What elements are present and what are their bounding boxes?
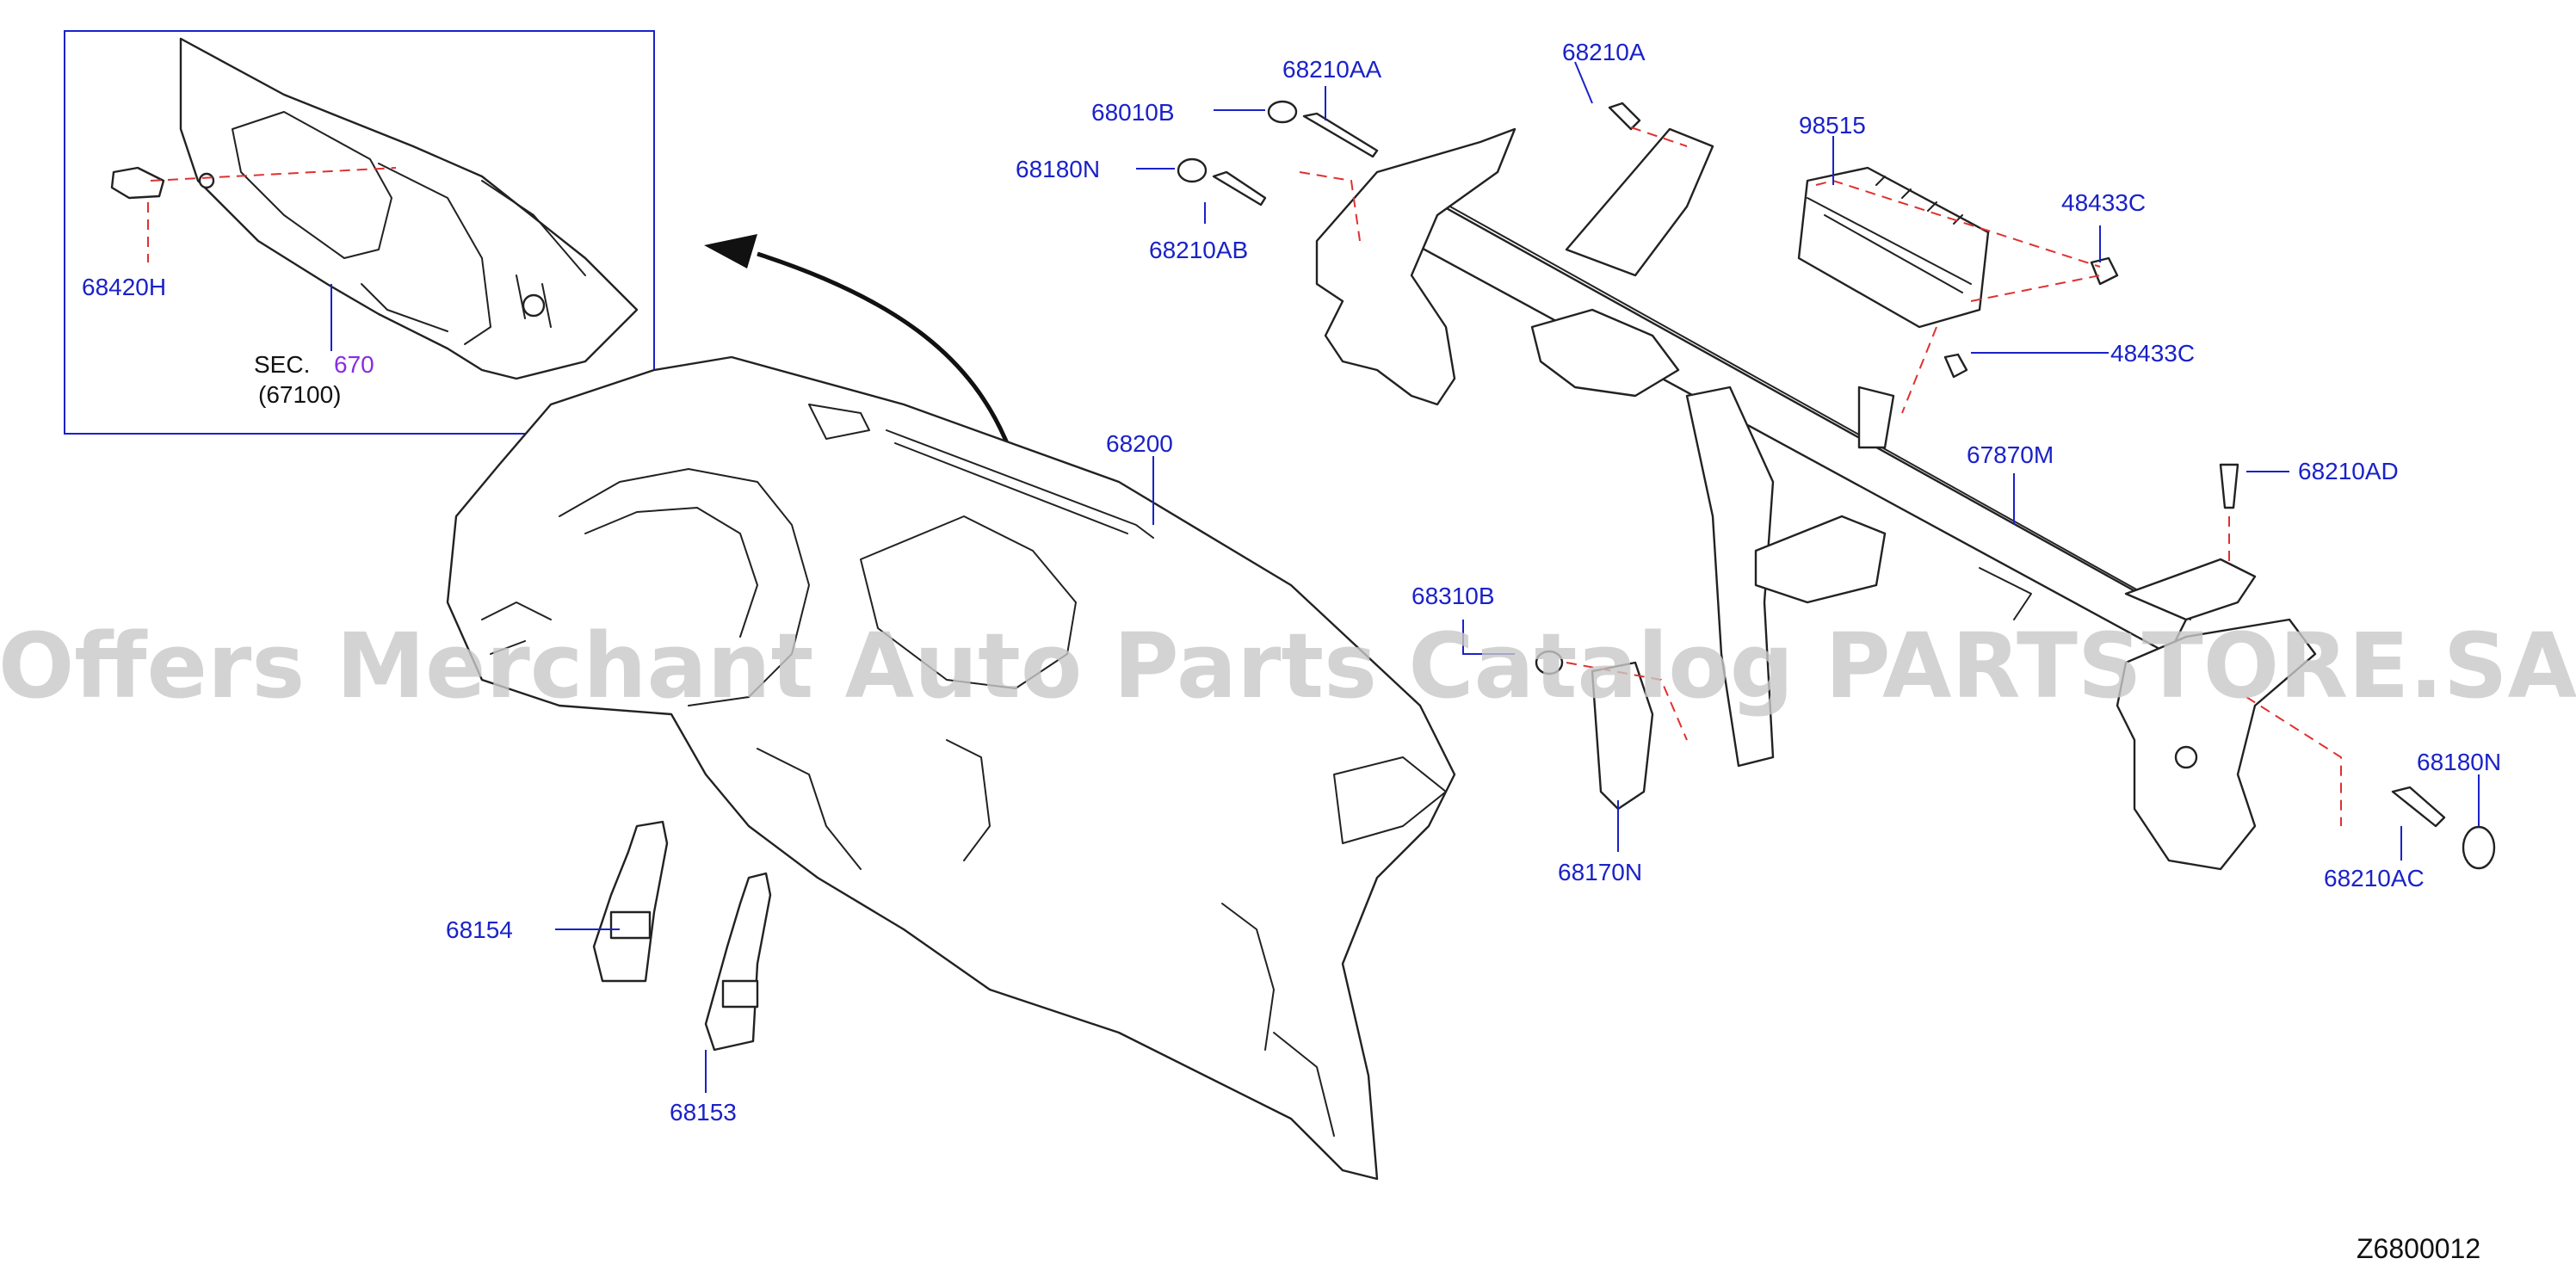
section-reference: SEC. 670 (67100) — [254, 351, 374, 408]
part-labels: 68210AA 68210A 68010B 68180N 68210AB 985… — [82, 39, 2501, 1126]
label-leaders — [555, 61, 2480, 1093]
bracket-68153 — [704, 872, 772, 1052]
label-48433C-b[interactable]: 48433C — [2110, 340, 2195, 367]
label-68154[interactable]: 68154 — [446, 916, 513, 943]
airbag-module-98515 — [1797, 166, 1990, 329]
label-68153[interactable]: 68153 — [670, 1099, 737, 1126]
detail-arrow — [704, 234, 1010, 444]
diagram-code: Z6800012 — [2357, 1233, 2480, 1264]
label-68210AB[interactable]: 68210AB — [1149, 237, 1248, 263]
label-68180N-right[interactable]: 68180N — [2417, 749, 2501, 775]
label-68010B[interactable]: 68010B — [1091, 99, 1175, 126]
label-98515[interactable]: 98515 — [1799, 112, 1866, 139]
label-68210A[interactable]: 68210A — [1562, 39, 1646, 65]
label-68170N[interactable]: 68170N — [1558, 859, 1642, 885]
instrument-panel-68200 — [446, 355, 1456, 1181]
label-68180N-top[interactable]: 68180N — [1016, 156, 1100, 182]
label-68310B[interactable]: 68310B — [1412, 583, 1495, 609]
fasteners — [1177, 100, 2496, 870]
inset-detail — [64, 30, 655, 435]
label-67870M[interactable]: 67870M — [1967, 441, 2054, 468]
label-68420H[interactable]: 68420H — [82, 274, 166, 300]
label-68210AA[interactable]: 68210AA — [1282, 56, 1382, 83]
steering-member-67870M — [1315, 127, 2317, 871]
label-68210AD[interactable]: 68210AD — [2298, 458, 2399, 484]
watermark: Offers Merchant Auto Parts Catalog PARTS… — [0, 614, 2576, 719]
label-68210AC[interactable]: 68210AC — [2324, 865, 2425, 891]
label-48433C-a[interactable]: 48433C — [2061, 189, 2146, 216]
label-68200[interactable]: 68200 — [1106, 430, 1173, 457]
section-number[interactable]: 670 — [334, 351, 374, 378]
bracket-68154 — [592, 820, 669, 983]
section-sub: (67100) — [258, 381, 342, 408]
section-prefix: SEC. — [254, 351, 310, 378]
